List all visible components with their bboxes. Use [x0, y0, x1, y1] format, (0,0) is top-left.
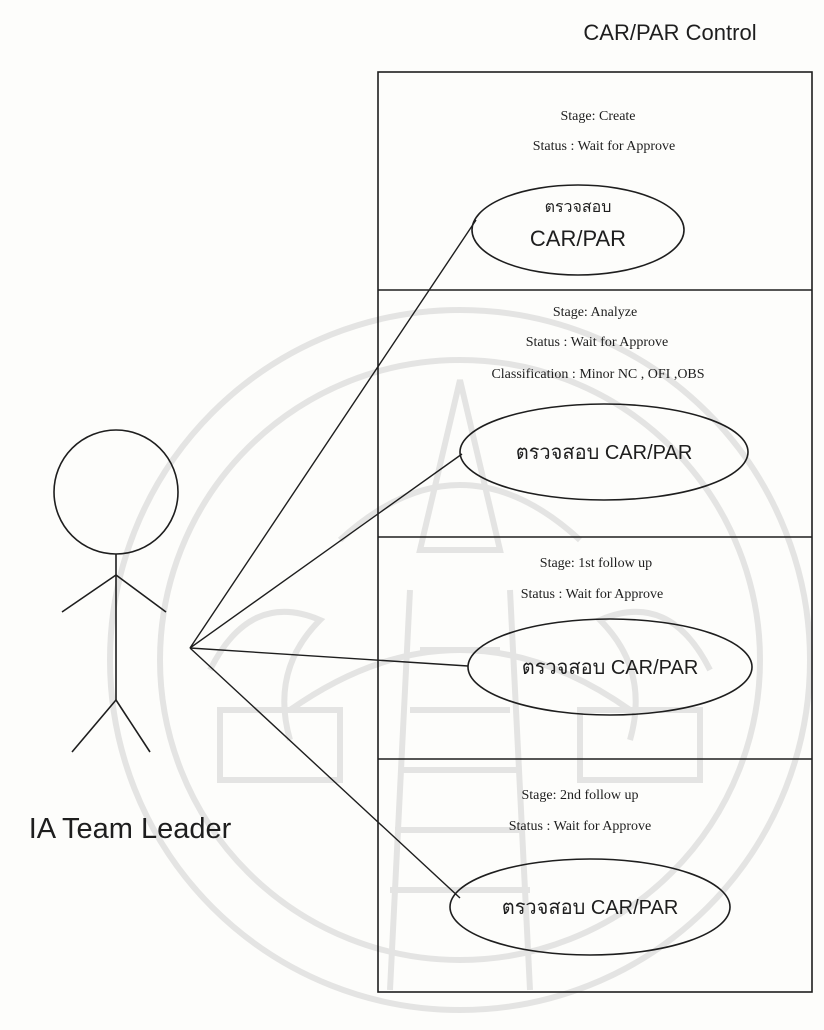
use-case-diagram: CAR/PAR Control IA Team Leader Stage: Cr…	[29, 20, 813, 993]
stage-create: Stage: Create Status : Wait for Approve …	[471, 109, 685, 276]
stage-second-follow-up-status: Status : Wait for Approve	[509, 819, 652, 834]
association-line-create	[189, 219, 477, 649]
usecase-second-follow-up	[449, 858, 731, 956]
stage-first-follow-up: Stage: 1st follow up Status : Wait for A…	[467, 556, 753, 716]
stage-analyze-status: Status : Wait for Approve	[526, 335, 669, 350]
stage-analyze: Stage: Analyze Status : Wait for Approve…	[459, 305, 749, 501]
stage-create-stage: Stage: Create	[560, 109, 635, 124]
stage-first-follow-up-status: Status : Wait for Approve	[521, 587, 664, 602]
actor-figure	[53, 429, 179, 753]
usecase-create	[471, 184, 685, 276]
usecase-second-follow-up-label: ตรวจสอบ CAR/PAR	[502, 897, 679, 919]
association-line-first-follow-up	[189, 647, 469, 667]
diagram-title: CAR/PAR Control	[583, 20, 756, 45]
association-line-analyze	[189, 453, 463, 649]
stage-second-follow-up: Stage: 2nd follow up Status : Wait for A…	[449, 788, 731, 956]
usecase-create-label-line2: CAR/PAR	[530, 226, 626, 251]
usecase-analyze	[459, 403, 749, 501]
stage-create-status: Status : Wait for Approve	[533, 139, 676, 154]
association-line-second-follow-up	[189, 647, 461, 899]
stage-analyze-stage: Stage: Analyze	[553, 305, 637, 320]
stage-analyze-classification: Classification : Minor NC , OFI ,OBS	[491, 367, 704, 382]
actor-label: IA Team Leader	[29, 813, 232, 845]
stage-second-follow-up-stage: Stage: 2nd follow up	[521, 788, 638, 803]
stage-first-follow-up-stage: Stage: 1st follow up	[540, 556, 652, 571]
usecase-first-follow-up-label: ตรวจสอบ CAR/PAR	[522, 657, 699, 679]
actor-head	[53, 429, 179, 555]
usecase-first-follow-up	[467, 618, 753, 716]
associations	[189, 219, 477, 899]
usecase-create-label-line1: ตรวจสอบ	[545, 199, 612, 216]
system-boundary	[377, 71, 813, 993]
usecase-analyze-label: ตรวจสอบ CAR/PAR	[516, 442, 693, 464]
